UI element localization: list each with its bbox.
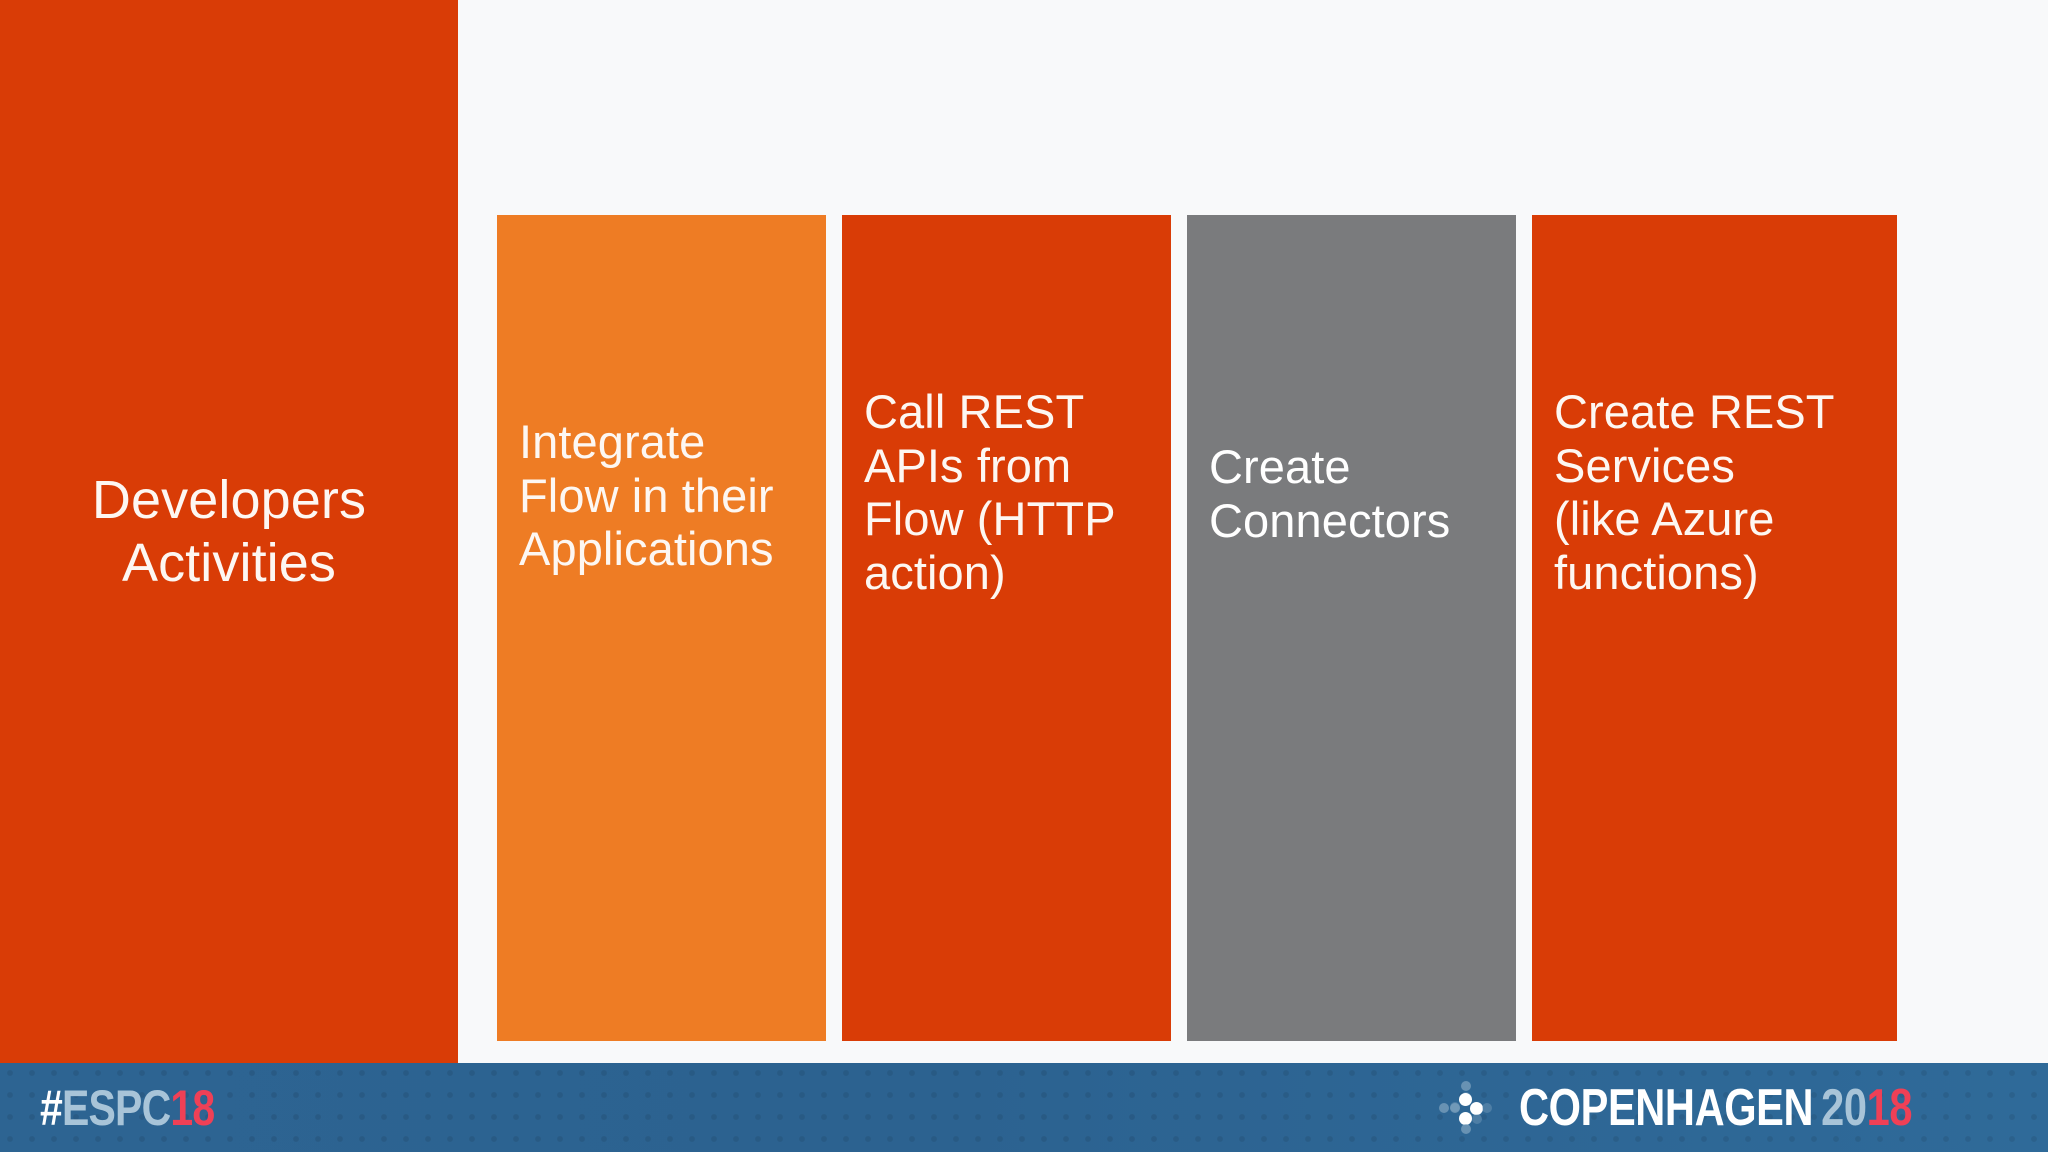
activity-bars-group: Integrate Flow in their Applications Cal…	[497, 215, 1897, 1041]
copenhagen-city: COPENHAGEN	[1518, 1078, 1814, 1137]
espc-year: 18	[170, 1079, 215, 1136]
footer-bar: #ESPC18	[0, 1063, 2048, 1152]
activity-bar-2-label: Call REST APIs from Flow (HTTP action)	[864, 385, 1116, 599]
copenhagen-year-first: 20	[1820, 1078, 1867, 1137]
diamond-dots-icon	[1438, 1080, 1493, 1135]
copenhagen-year-second: 18	[1866, 1078, 1912, 1137]
espc-hash: #	[40, 1079, 63, 1136]
activity-bar-4-label: Create REST Services (like Azure functio…	[1554, 385, 1835, 599]
activity-bar-4: Create REST Services (like Azure functio…	[1532, 215, 1897, 1041]
left-title-panel: Developers Activities	[0, 0, 458, 1063]
activity-bar-3-label: Create Connectors	[1209, 440, 1451, 547]
activity-bar-3: Create Connectors	[1187, 215, 1516, 1041]
espc-logo: #ESPC18	[40, 1083, 253, 1133]
activity-bar-1: Integrate Flow in their Applications	[497, 215, 826, 1041]
activity-bar-2: Call REST APIs from Flow (HTTP action)	[842, 215, 1171, 1041]
espc-name: ESPC	[61, 1079, 171, 1136]
page-title: Developers Activities	[91, 469, 367, 593]
activity-bar-1-label: Integrate Flow in their Applications	[519, 415, 774, 576]
